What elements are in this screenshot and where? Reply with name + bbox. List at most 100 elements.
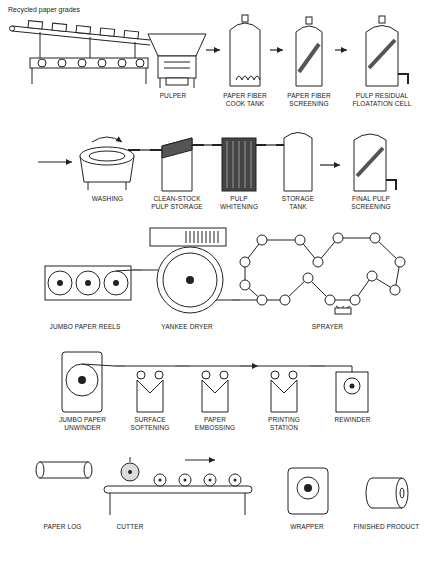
finished-roll bbox=[400, 488, 404, 498]
cutter-conveyor bbox=[104, 486, 252, 493]
cook-tank bbox=[230, 15, 260, 86]
process-line bbox=[115, 365, 125, 366]
embossing-unit bbox=[220, 371, 228, 379]
machine-station: YANKEE DRYER bbox=[142, 225, 232, 331]
station-caption: WASHING bbox=[75, 195, 140, 203]
machine-area bbox=[212, 125, 266, 195]
yankee-dryer bbox=[214, 231, 215, 243]
finished-roll bbox=[372, 508, 402, 509]
felt-loop-sprayer bbox=[240, 280, 250, 290]
felt-loop-sprayer bbox=[313, 257, 323, 267]
pulper-hopper bbox=[148, 34, 206, 88]
printing-unit bbox=[258, 366, 310, 412]
floatation-cell bbox=[369, 40, 395, 68]
felt-loop-sprayer bbox=[257, 295, 267, 305]
felt-loop-sprayer bbox=[240, 233, 405, 314]
jumbo-reels bbox=[57, 280, 63, 286]
printing-unit bbox=[258, 366, 310, 367]
whitening-tank bbox=[251, 141, 252, 188]
cutter-conveyor bbox=[128, 470, 132, 474]
felt-loop-sprayer bbox=[295, 235, 305, 245]
felt-loop-sprayer bbox=[336, 306, 339, 308]
station-caption: PAPER FIBER SCREENING bbox=[283, 92, 335, 108]
machine-area bbox=[38, 225, 132, 323]
jumbo-reels bbox=[104, 271, 128, 295]
machine-area bbox=[325, 348, 380, 416]
clean-stock-tank bbox=[150, 149, 162, 151]
cook-tank bbox=[242, 15, 248, 22]
paper-conveyor bbox=[98, 59, 106, 67]
station-caption: JUMBO PAPER REELS bbox=[38, 323, 132, 331]
yankee-dryer bbox=[218, 231, 219, 243]
softening-unit bbox=[155, 371, 163, 379]
felt-loop-sprayer bbox=[390, 285, 400, 295]
machine-station: REWINDER bbox=[325, 348, 380, 424]
machine-station: JUMBO PAPER REELS bbox=[38, 225, 132, 331]
cutter-conveyor bbox=[204, 474, 216, 486]
felt-loop-sprayer bbox=[245, 238, 400, 300]
machine-area bbox=[240, 225, 415, 323]
paper-conveyor bbox=[10, 21, 151, 84]
cutter-conveyor bbox=[234, 479, 237, 482]
cutter-conveyor bbox=[185, 460, 215, 461]
finished-roll bbox=[396, 478, 408, 508]
felt-loop-sprayer bbox=[350, 295, 360, 305]
machine-area bbox=[150, 125, 204, 195]
cutter-conveyor bbox=[209, 479, 212, 482]
station-caption: CLEAN-STOCK PULP STORAGE bbox=[150, 195, 204, 211]
input-label: Recycled paper grades bbox=[8, 6, 80, 13]
felt-loop-sprayer bbox=[257, 235, 267, 245]
paper-conveyor bbox=[28, 21, 43, 29]
station-caption: PAPER FIBER COOK TANK bbox=[220, 92, 270, 108]
station-caption: YANKEE DRYER bbox=[142, 323, 232, 331]
machine-station: SPRAYER bbox=[240, 225, 415, 331]
embossing-unit bbox=[190, 366, 240, 412]
process-line bbox=[204, 144, 212, 145]
station-caption: PRINTING STATION bbox=[258, 416, 310, 432]
printing-unit bbox=[289, 371, 297, 379]
storage-tank bbox=[276, 144, 284, 146]
paper-log bbox=[40, 462, 88, 478]
cutter-conveyor bbox=[245, 493, 246, 515]
washing-drum bbox=[38, 137, 140, 190]
felt-loop-sprayer bbox=[367, 271, 377, 281]
softening-unit bbox=[137, 380, 163, 412]
wrapper-machine bbox=[288, 468, 328, 514]
paper-log bbox=[84, 462, 92, 478]
machine-station: WRAPPER bbox=[278, 455, 336, 531]
machine-area bbox=[190, 348, 240, 416]
whitening-tank bbox=[212, 144, 222, 146]
pulper-hopper bbox=[160, 78, 161, 88]
felt-loop-sprayer bbox=[335, 308, 351, 314]
washing-drum bbox=[128, 149, 140, 151]
machine-station: PRINTING STATION bbox=[258, 348, 310, 432]
screening-tank bbox=[306, 17, 312, 24]
pulper-hopper bbox=[164, 62, 190, 63]
cutter-conveyor bbox=[130, 457, 131, 462]
yankee-dryer bbox=[206, 231, 207, 243]
storage-tank bbox=[276, 133, 312, 192]
paper-conveyor bbox=[52, 23, 67, 31]
cutter-conveyor bbox=[121, 463, 139, 481]
machine-area bbox=[75, 125, 140, 195]
final-screening-tank bbox=[354, 134, 396, 191]
yankee-dryer bbox=[198, 231, 199, 243]
station-caption: REWINDER bbox=[325, 416, 380, 424]
cutter-conveyor bbox=[179, 474, 191, 486]
jumbo-reels bbox=[76, 271, 100, 295]
yankee-dryer bbox=[186, 276, 194, 284]
embossing-unit bbox=[202, 371, 210, 379]
embossing-unit bbox=[190, 366, 240, 367]
yankee-dryer bbox=[210, 231, 211, 243]
machine-station: PAPER EMBOSSING bbox=[190, 348, 240, 432]
floatation-cell bbox=[379, 16, 385, 23]
wrapper-machine bbox=[297, 477, 319, 499]
jumbo-reels bbox=[45, 266, 131, 300]
finished-roll bbox=[366, 478, 408, 508]
felt-loop-sprayer bbox=[347, 306, 350, 308]
machine-station: PAPER FIBER SCREENING bbox=[283, 18, 335, 108]
felt-loop-sprayer bbox=[240, 257, 250, 267]
yankee-dryer bbox=[202, 231, 203, 243]
finished-roll bbox=[372, 478, 402, 479]
